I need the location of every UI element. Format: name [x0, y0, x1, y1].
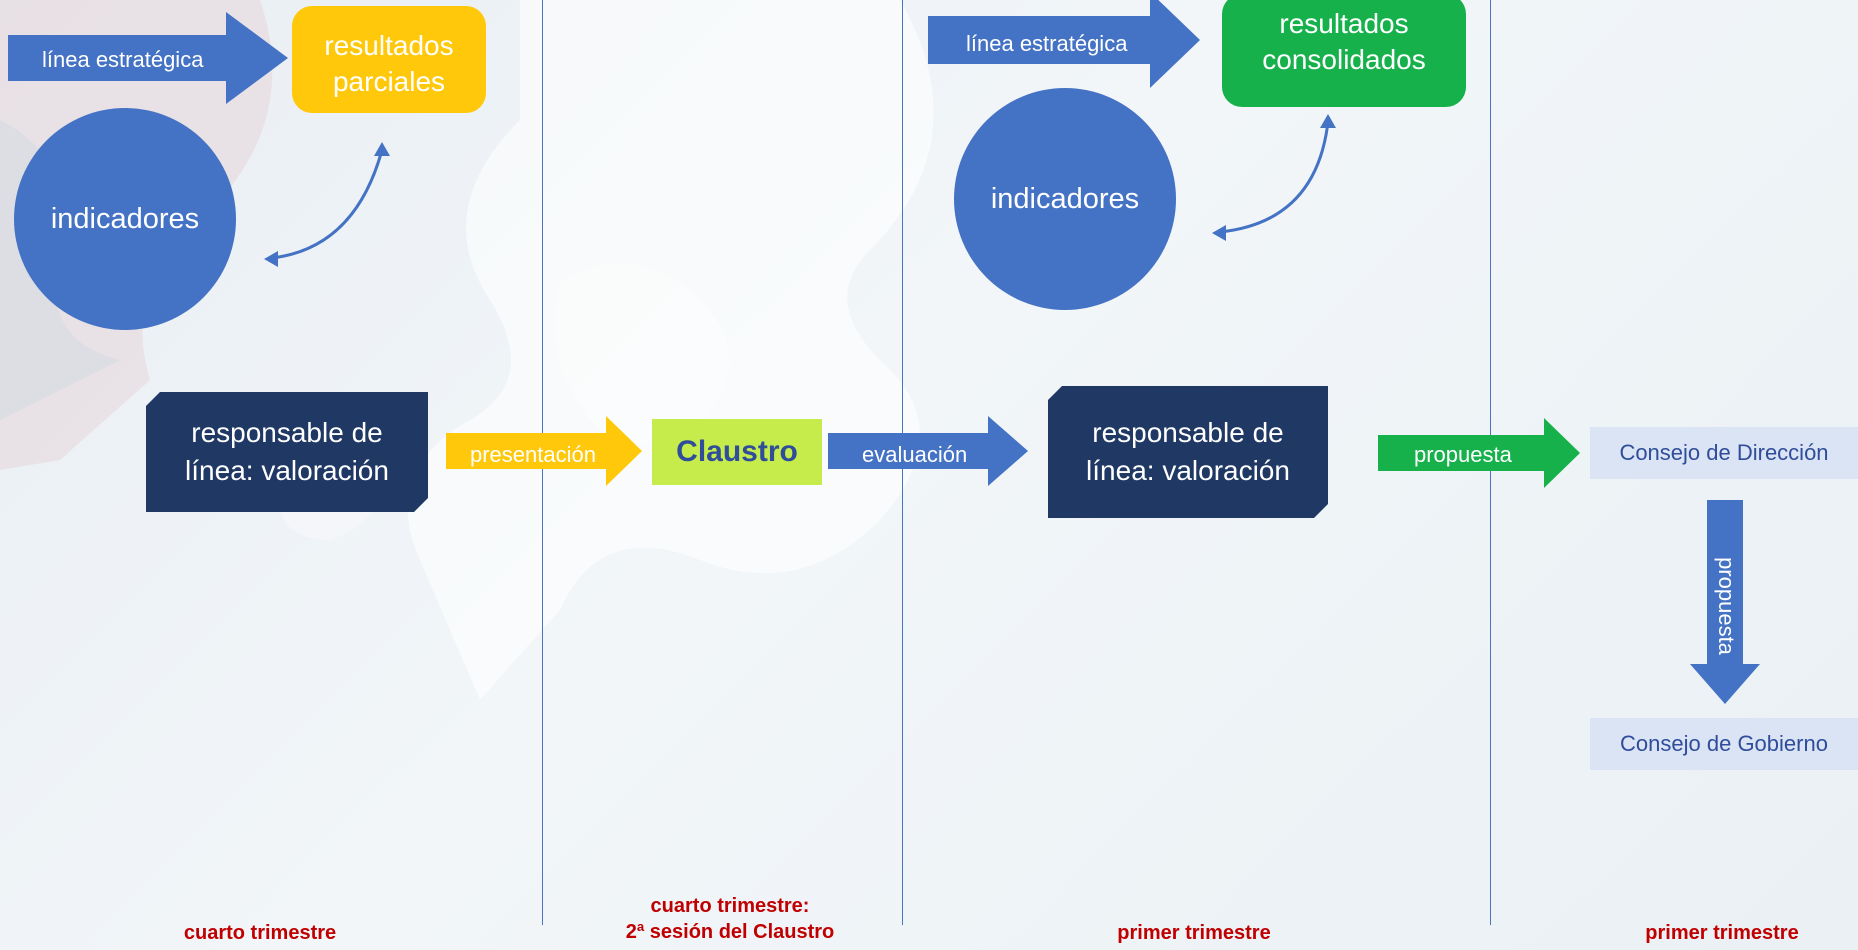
- direction-council-box: Consejo de Dirección: [1590, 427, 1858, 479]
- line-manager-assessment-box-1: responsable de línea: valoración: [146, 392, 428, 512]
- evaluation-arrow: [828, 416, 1028, 486]
- strategic-line-label-2: línea estratégica: [966, 31, 1128, 56]
- claustro-label: Claustro: [676, 435, 798, 468]
- proposal-vertical-label: propuesta: [1714, 557, 1739, 655]
- strategic-line-arrow-1: [8, 12, 288, 104]
- feedback-curve-1: [264, 142, 390, 267]
- proposal-down-arrow: [1690, 500, 1760, 704]
- direction-council-label: Consejo de Dirección: [1619, 440, 1829, 465]
- period-label-col4: primer trimestre: [1645, 922, 1799, 944]
- presentation-label: presentación: [470, 442, 596, 467]
- period-label-col1: cuarto trimestre: [183, 922, 337, 944]
- line-manager-assessment-label-2: responsable de línea: valoración: [1086, 417, 1290, 486]
- presentation-arrow: [446, 416, 642, 486]
- claustro-box: Claustro: [652, 419, 822, 485]
- indicators-circle-2: indicadores: [954, 88, 1176, 310]
- governing-council-label: Consejo de Gobierno: [1620, 731, 1828, 756]
- governing-council-box: Consejo de Gobierno: [1590, 718, 1858, 770]
- proposal-label: propuesta: [1414, 442, 1512, 467]
- indicators-label-1: indicadores: [50, 202, 200, 235]
- line-manager-assessment-label-1: responsable de línea: valoración: [185, 417, 389, 486]
- period-label-col2: cuarto trimestre: 2ª sesión del Claustro: [625, 895, 835, 943]
- indicators-circle-1: indicadores: [14, 108, 236, 330]
- period-label-col3: primer trimestre: [1117, 922, 1271, 944]
- consolidated-results-label: resultados consolidados: [1262, 8, 1426, 75]
- strategic-line-arrow-2: [928, 0, 1200, 88]
- line-manager-assessment-box-2: responsable de línea: valoración: [1048, 386, 1328, 518]
- consolidated-results-box: resultados consolidados: [1222, 0, 1466, 107]
- indicators-label-2: indicadores: [990, 182, 1140, 215]
- feedback-curve-2: [1212, 114, 1336, 241]
- partial-results-label: resultados parciales: [324, 30, 454, 97]
- strategic-line-label-1: línea estratégica: [42, 47, 204, 72]
- evaluation-label: evaluación: [862, 442, 968, 467]
- proposal-arrow: [1378, 418, 1580, 488]
- partial-results-box: resultados parciales: [292, 6, 486, 113]
